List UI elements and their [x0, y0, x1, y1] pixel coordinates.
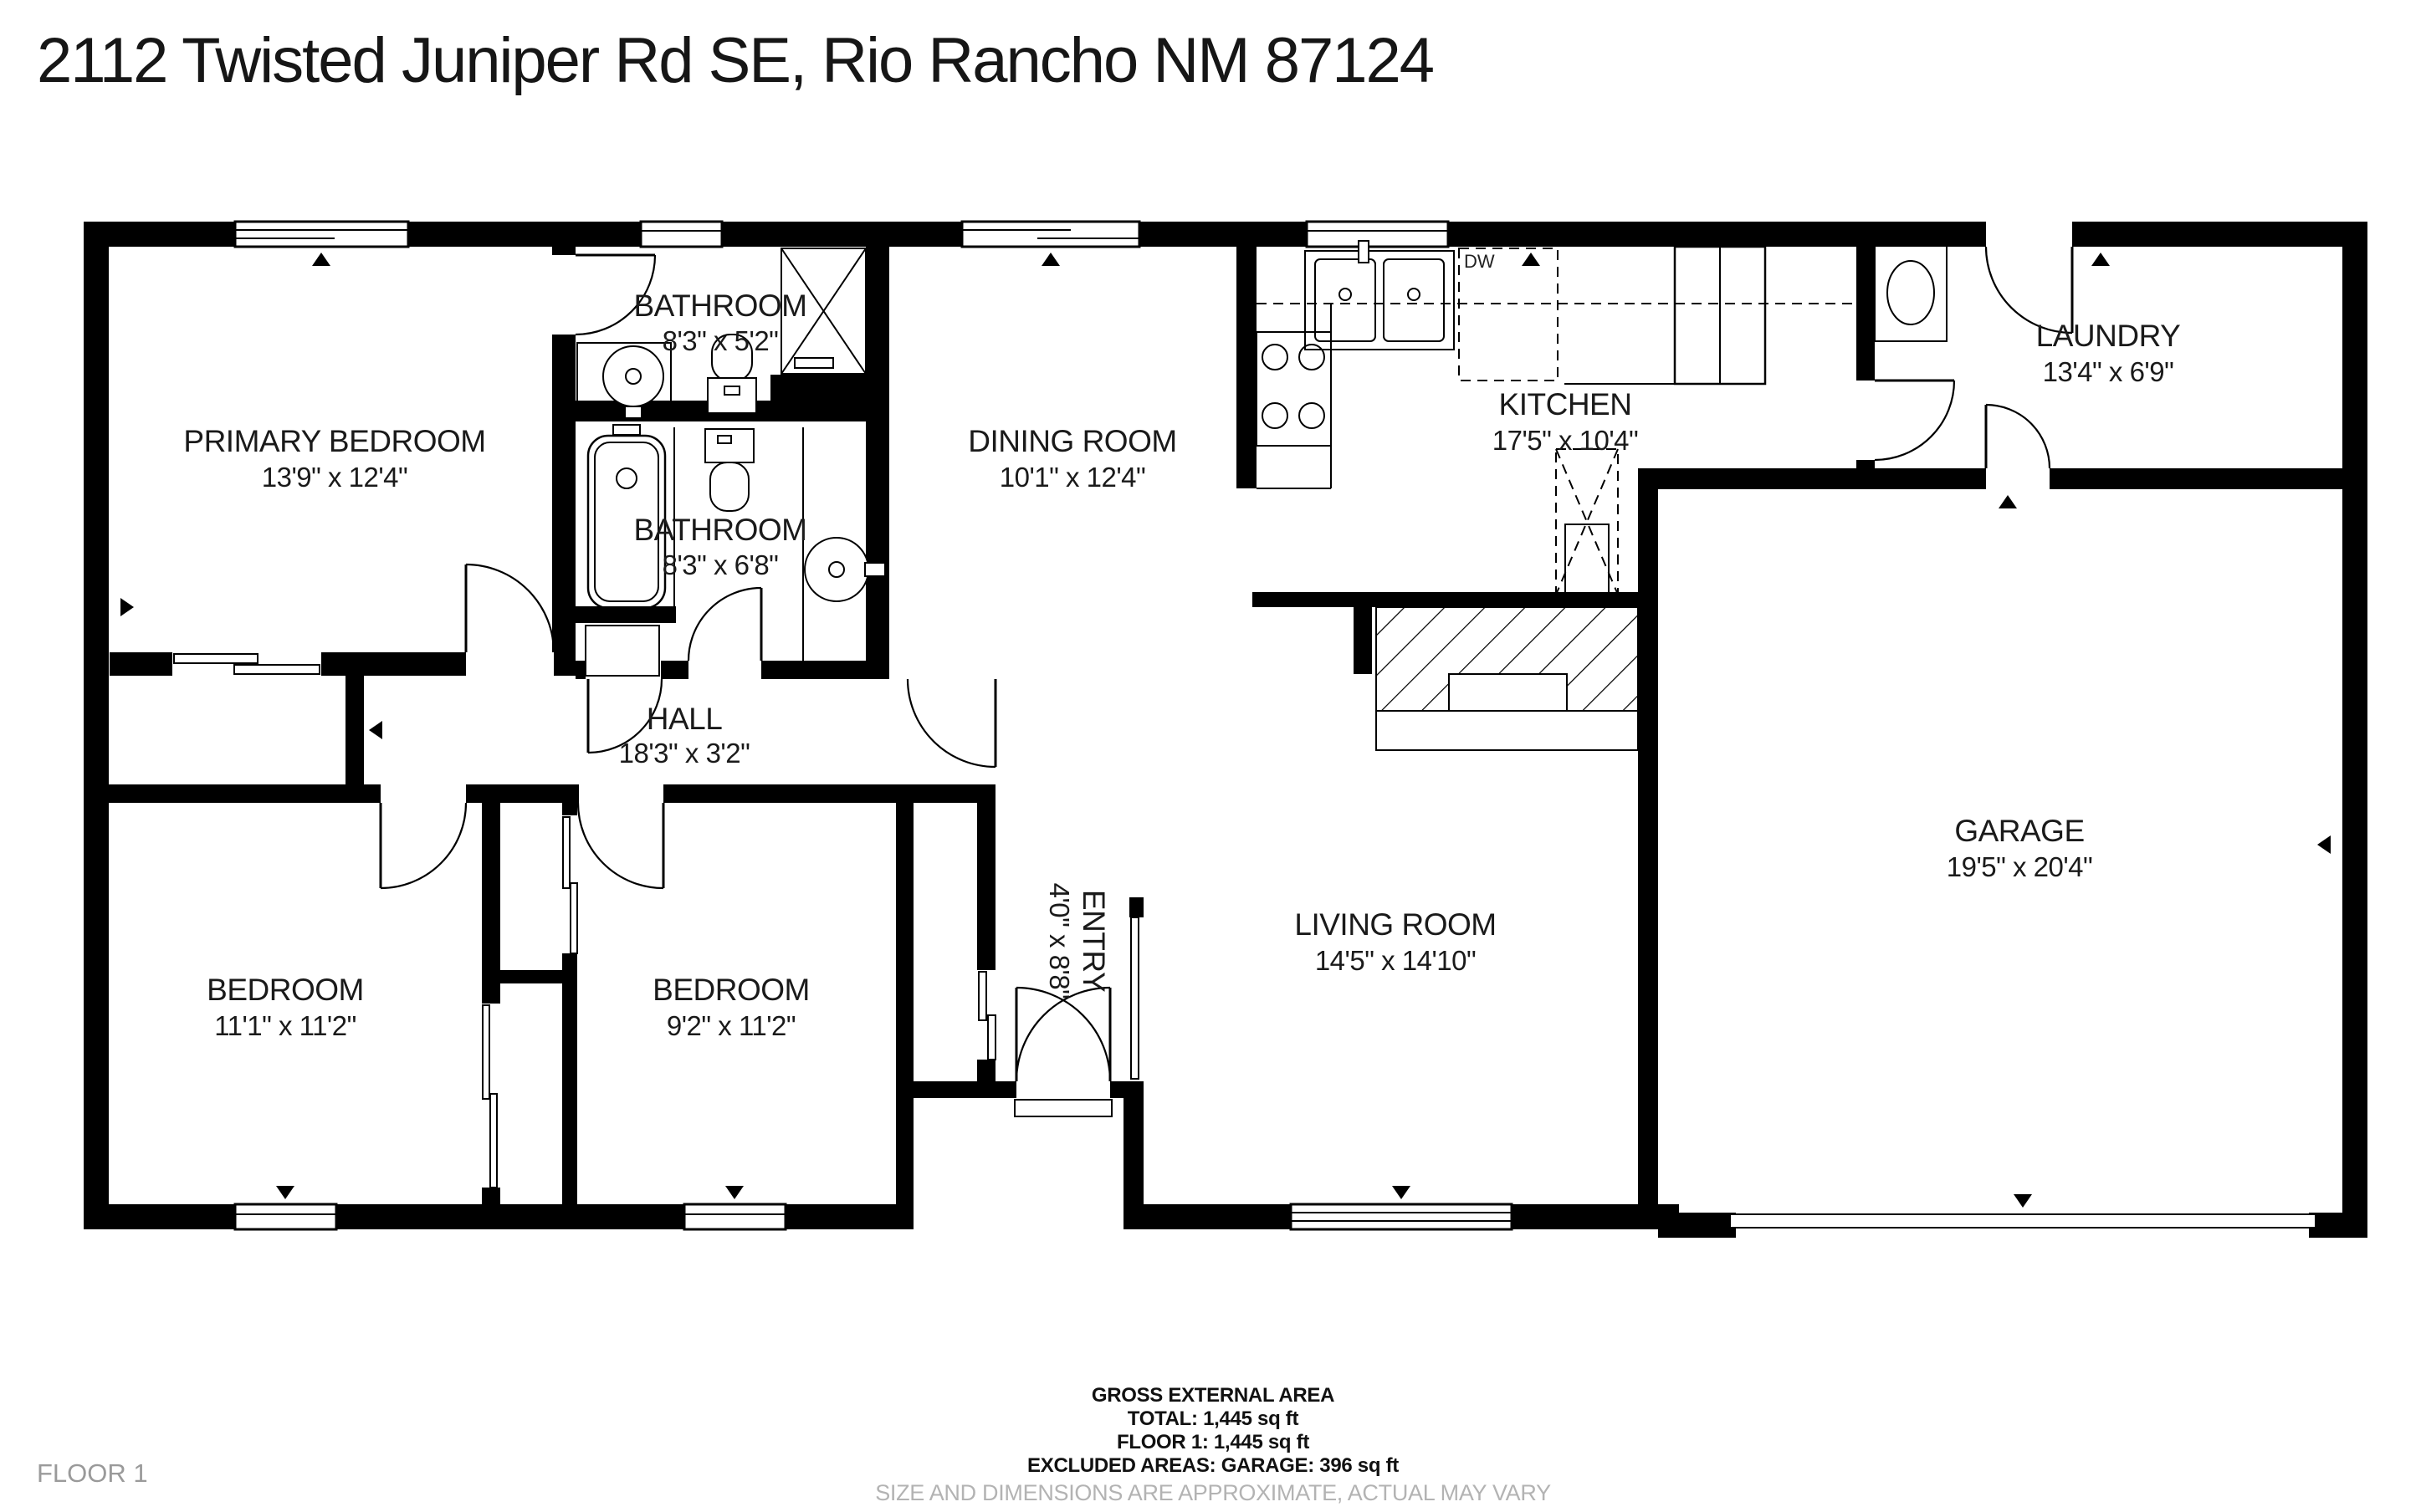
front-door — [1014, 986, 1113, 1117]
footer: GROSS EXTERNAL AREA TOTAL: 1,445 sq ft F… — [875, 1384, 1551, 1505]
room-label-dining-room: DINING ROOM — [968, 424, 1176, 458]
window-primary-bedroom — [233, 220, 410, 248]
window-bedroom-1 — [233, 1203, 338, 1231]
sliding-door-primary-closet — [173, 653, 320, 675]
room-dims-laundry: 13'4" x 6'9" — [2043, 356, 2174, 387]
room-dims-primary-bedroom: 13'9" x 12'4" — [262, 462, 407, 493]
room-label-primary-bedroom: PRIMARY BEDROOM — [183, 424, 485, 458]
shower — [781, 248, 867, 375]
stove — [1256, 331, 1332, 447]
floor-label: FLOOR 1 — [37, 1458, 148, 1488]
bathroom1-sink — [576, 342, 672, 419]
doors — [173, 246, 2316, 1228]
page-title: 2112 Twisted Juniper Rd SE, Rio Rancho N… — [37, 25, 1434, 96]
room-label-hall: HALL — [647, 702, 723, 736]
footer-excluded: EXCLUDED AREAS: GARAGE: 396 sq ft — [1027, 1454, 1399, 1477]
door-kitchen-laundry — [1874, 379, 1956, 462]
window-living-room — [1289, 1203, 1513, 1231]
room-label-entry: ENTRY — [1077, 890, 1111, 992]
room-dims-dining-room: 10'1" x 12'4" — [1000, 462, 1145, 493]
window-bedroom-2 — [683, 1203, 787, 1231]
room-label-laundry: LAUNDRY — [2036, 319, 2181, 353]
bathroom2-toilet — [704, 428, 755, 512]
room-label-kitchen: KITCHEN — [1499, 387, 1632, 421]
room-dims-bathroom-2: 8'3" x 6'8" — [663, 549, 779, 580]
sliding-door-bedroom2-closet — [562, 816, 578, 954]
room-label-bedroom-1: BEDROOM — [207, 973, 364, 1007]
door-hall-entry — [906, 678, 997, 769]
footer-floor1: FLOOR 1: 1,445 sq ft — [1117, 1431, 1309, 1453]
refrigerator — [1673, 245, 1767, 386]
fixtures: DW — [576, 240, 1948, 1080]
linen-closet — [585, 625, 660, 677]
room-label-garage: GARAGE — [1954, 814, 2084, 848]
walls — [84, 222, 2367, 1238]
room-label-bathroom-1: BATHROOM — [633, 289, 806, 323]
footer-disclaimer: SIZE AND DIMENSIONS ARE APPROXIMATE, ACT… — [875, 1480, 1551, 1505]
bathroom1-toilet — [707, 334, 757, 414]
room-label-bathroom-2: BATHROOM — [633, 513, 806, 547]
room-dims-living-room: 14'5" x 14'10" — [1315, 945, 1476, 976]
laundry-sink — [1874, 243, 1948, 342]
room-dims-bathroom-1: 8'3" x 5'2" — [663, 325, 779, 356]
door-primary-bedroom — [464, 563, 555, 653]
fireplace — [1375, 606, 1639, 751]
dishwasher: DW — [1458, 248, 1559, 381]
back-door-laundry — [1984, 246, 2074, 335]
room-dims-garage: 19'5" x 20'4" — [1947, 851, 2092, 882]
dishwasher-label: DW — [1464, 251, 1495, 272]
room-dims-bedroom-1: 11'1" x 11'2" — [214, 1010, 356, 1041]
door-laundry-garage — [1984, 403, 2051, 469]
room-label-entry-group: ENTRY 4'0" x 8'8" — [1044, 883, 1111, 999]
sliding-door-entry-closet — [978, 971, 996, 1060]
door-hall-linen-closet — [586, 678, 663, 754]
windows — [233, 220, 1513, 1231]
footer-total: TOTAL: 1,445 sq ft — [1128, 1407, 1299, 1430]
door-bedroom-2 — [576, 802, 665, 890]
window-bathroom — [639, 220, 724, 248]
kitchen-sink — [1304, 240, 1455, 350]
room-dims-kitchen: 17'5" x 10'4" — [1492, 425, 1638, 456]
porch-step — [1014, 1099, 1113, 1117]
window-dining-room — [960, 220, 1141, 248]
bathtub — [586, 424, 667, 610]
room-labels: PRIMARY BEDROOM 13'9" x 12'4" BATHROOM 8… — [183, 289, 2180, 1041]
window-kitchen — [1305, 220, 1450, 248]
footer-gross-area: GROSS EXTERNAL AREA — [1092, 1384, 1334, 1407]
garage-door — [1729, 1213, 2316, 1228]
door-hall-bathroom — [687, 586, 763, 662]
entry-divider-rail — [1130, 917, 1139, 1080]
door-primary-bathroom — [575, 253, 657, 336]
markers — [120, 253, 2331, 1208]
room-label-living-room: LIVING ROOM — [1294, 907, 1496, 942]
bathroom2-sink — [804, 537, 886, 602]
door-bedroom-1 — [379, 802, 468, 890]
pantry — [1555, 448, 1619, 595]
room-dims-bedroom-2: 9'2" x 11'2" — [667, 1010, 796, 1041]
room-label-bedroom-2: BEDROOM — [653, 973, 810, 1007]
room-dims-entry: 4'0" x 8'8" — [1044, 883, 1075, 999]
sliding-door-bedroom1-closet — [482, 1004, 498, 1188]
room-dims-hall: 18'3" x 3'2" — [619, 738, 750, 769]
